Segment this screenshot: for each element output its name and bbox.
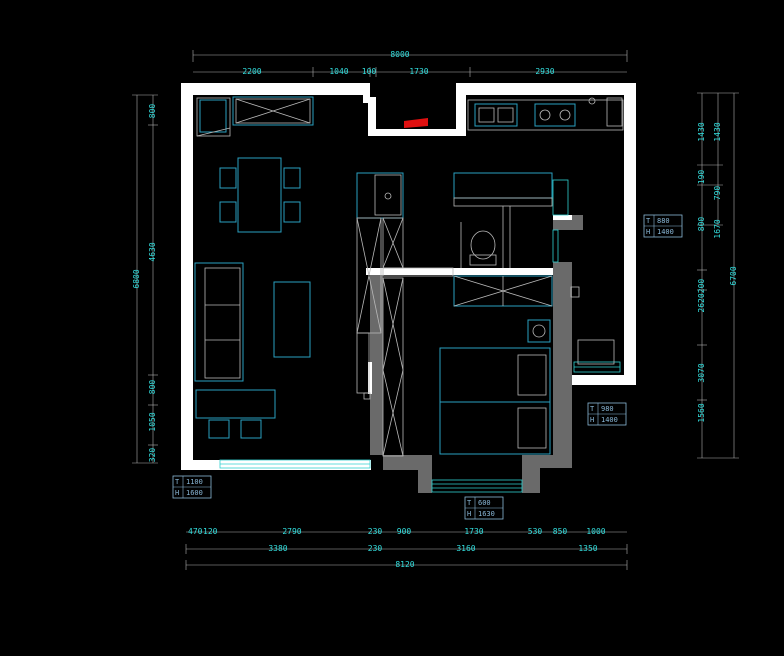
dining-table — [237, 157, 282, 233]
svg-text:T: T — [467, 499, 472, 507]
dim-right-outer: 6700 — [729, 266, 738, 285]
svg-text:H: H — [467, 510, 471, 518]
cabinets — [356, 172, 404, 457]
coffee-table — [273, 281, 311, 358]
bed — [439, 347, 551, 455]
bedroom — [439, 319, 615, 455]
svg-text:T: T — [646, 217, 651, 225]
dim-top-2: 1040 — [329, 67, 348, 76]
svg-text:1400: 1400 — [657, 228, 674, 236]
dim-left-1: 800 — [148, 104, 157, 119]
dim-bottom-1c: 2790 — [282, 527, 301, 536]
sink — [474, 103, 518, 127]
window-tag-2: T H 980 1400 — [587, 402, 627, 426]
dim-bottom-1i: 1000 — [586, 527, 605, 536]
dim-right-inner-6: 3070 — [697, 363, 706, 382]
dim-top-1: 2200 — [242, 67, 261, 76]
dim-right-mid-1: 1430 — [713, 122, 722, 141]
dim-top-total: 8000 — [390, 50, 409, 59]
toilet — [470, 230, 496, 260]
right-dimensions: 1430 190 800 200 2620 3070 1560 1430 790… — [697, 92, 739, 459]
outer-walls — [181, 83, 636, 470]
dim-left-5: 320 — [148, 448, 157, 463]
dim-bottom-1h: 850 — [553, 527, 568, 536]
bathroom — [382, 172, 553, 307]
svg-text:600: 600 — [478, 499, 491, 507]
svg-text:H: H — [646, 228, 650, 236]
svg-text:1400: 1400 — [601, 416, 618, 424]
kitchen-counter — [467, 97, 624, 131]
dim-bottom-1b: 120 — [203, 527, 218, 536]
dim-left-2: 4630 — [148, 242, 157, 261]
dim-right-mid-3: 1670 — [713, 219, 722, 238]
dim-bottom-total: 8120 — [395, 560, 414, 569]
dim-right-inner-3: 800 — [697, 217, 706, 232]
dim-bottom-2d: 1350 — [578, 544, 597, 553]
dim-right-inner-4: 200 — [697, 279, 706, 294]
svg-text:H: H — [590, 416, 594, 424]
dim-left-3: 800 — [148, 380, 157, 395]
dim-left-4: 1050 — [148, 412, 157, 431]
dim-right-inner-5: 2620 — [697, 293, 706, 312]
top-dimensions: 8000 2200 1040 100 1730 2930 — [192, 50, 628, 77]
dim-bottom-1a: 470 — [188, 527, 203, 536]
left-dimensions: 6800 800 4630 800 1050 320 — [132, 94, 158, 464]
living-dining-furniture — [194, 96, 314, 439]
dim-top-4: 1730 — [409, 67, 428, 76]
dim-right-mid-2: 790 — [713, 186, 722, 201]
dim-bottom-2c: 3160 — [456, 544, 475, 553]
door-marker — [404, 118, 428, 128]
windows — [219, 179, 621, 493]
dim-left-outer: 6800 — [132, 269, 141, 288]
bottom-dimensions: 470 120 2790 230 900 1730 530 850 1000 3… — [185, 527, 628, 570]
stove — [534, 103, 576, 127]
svg-text:H: H — [175, 489, 179, 497]
dim-bottom-1e: 900 — [397, 527, 412, 536]
svg-text:1100: 1100 — [186, 478, 203, 486]
dim-top-5: 2930 — [535, 67, 554, 76]
svg-text:980: 980 — [601, 405, 614, 413]
tv-cabinet — [195, 389, 276, 419]
dim-right-inner-1: 1430 — [697, 122, 706, 141]
dim-right-inner-7: 1560 — [697, 403, 706, 422]
sofa — [194, 262, 244, 382]
dim-bottom-1d: 230 — [368, 527, 383, 536]
dim-right-inner-2: 190 — [697, 170, 706, 185]
svg-text:880: 880 — [657, 217, 670, 225]
window-tag-3: T H 1100 1600 — [172, 475, 212, 499]
dim-bottom-2a: 3380 — [268, 544, 287, 553]
window-tag-4: T H 600 1630 — [464, 496, 504, 520]
svg-text:T: T — [175, 478, 180, 486]
dim-bottom-2b: 230 — [368, 544, 383, 553]
svg-text:1630: 1630 — [478, 510, 495, 518]
dim-top-3: 100 — [362, 67, 377, 76]
dim-bottom-1f: 1730 — [464, 527, 483, 536]
svg-text:1600: 1600 — [186, 489, 203, 497]
interior-walls — [366, 215, 583, 493]
svg-text:T: T — [590, 405, 595, 413]
dim-bottom-1g: 530 — [528, 527, 543, 536]
window-tag-1: T H 880 1400 — [643, 214, 683, 238]
